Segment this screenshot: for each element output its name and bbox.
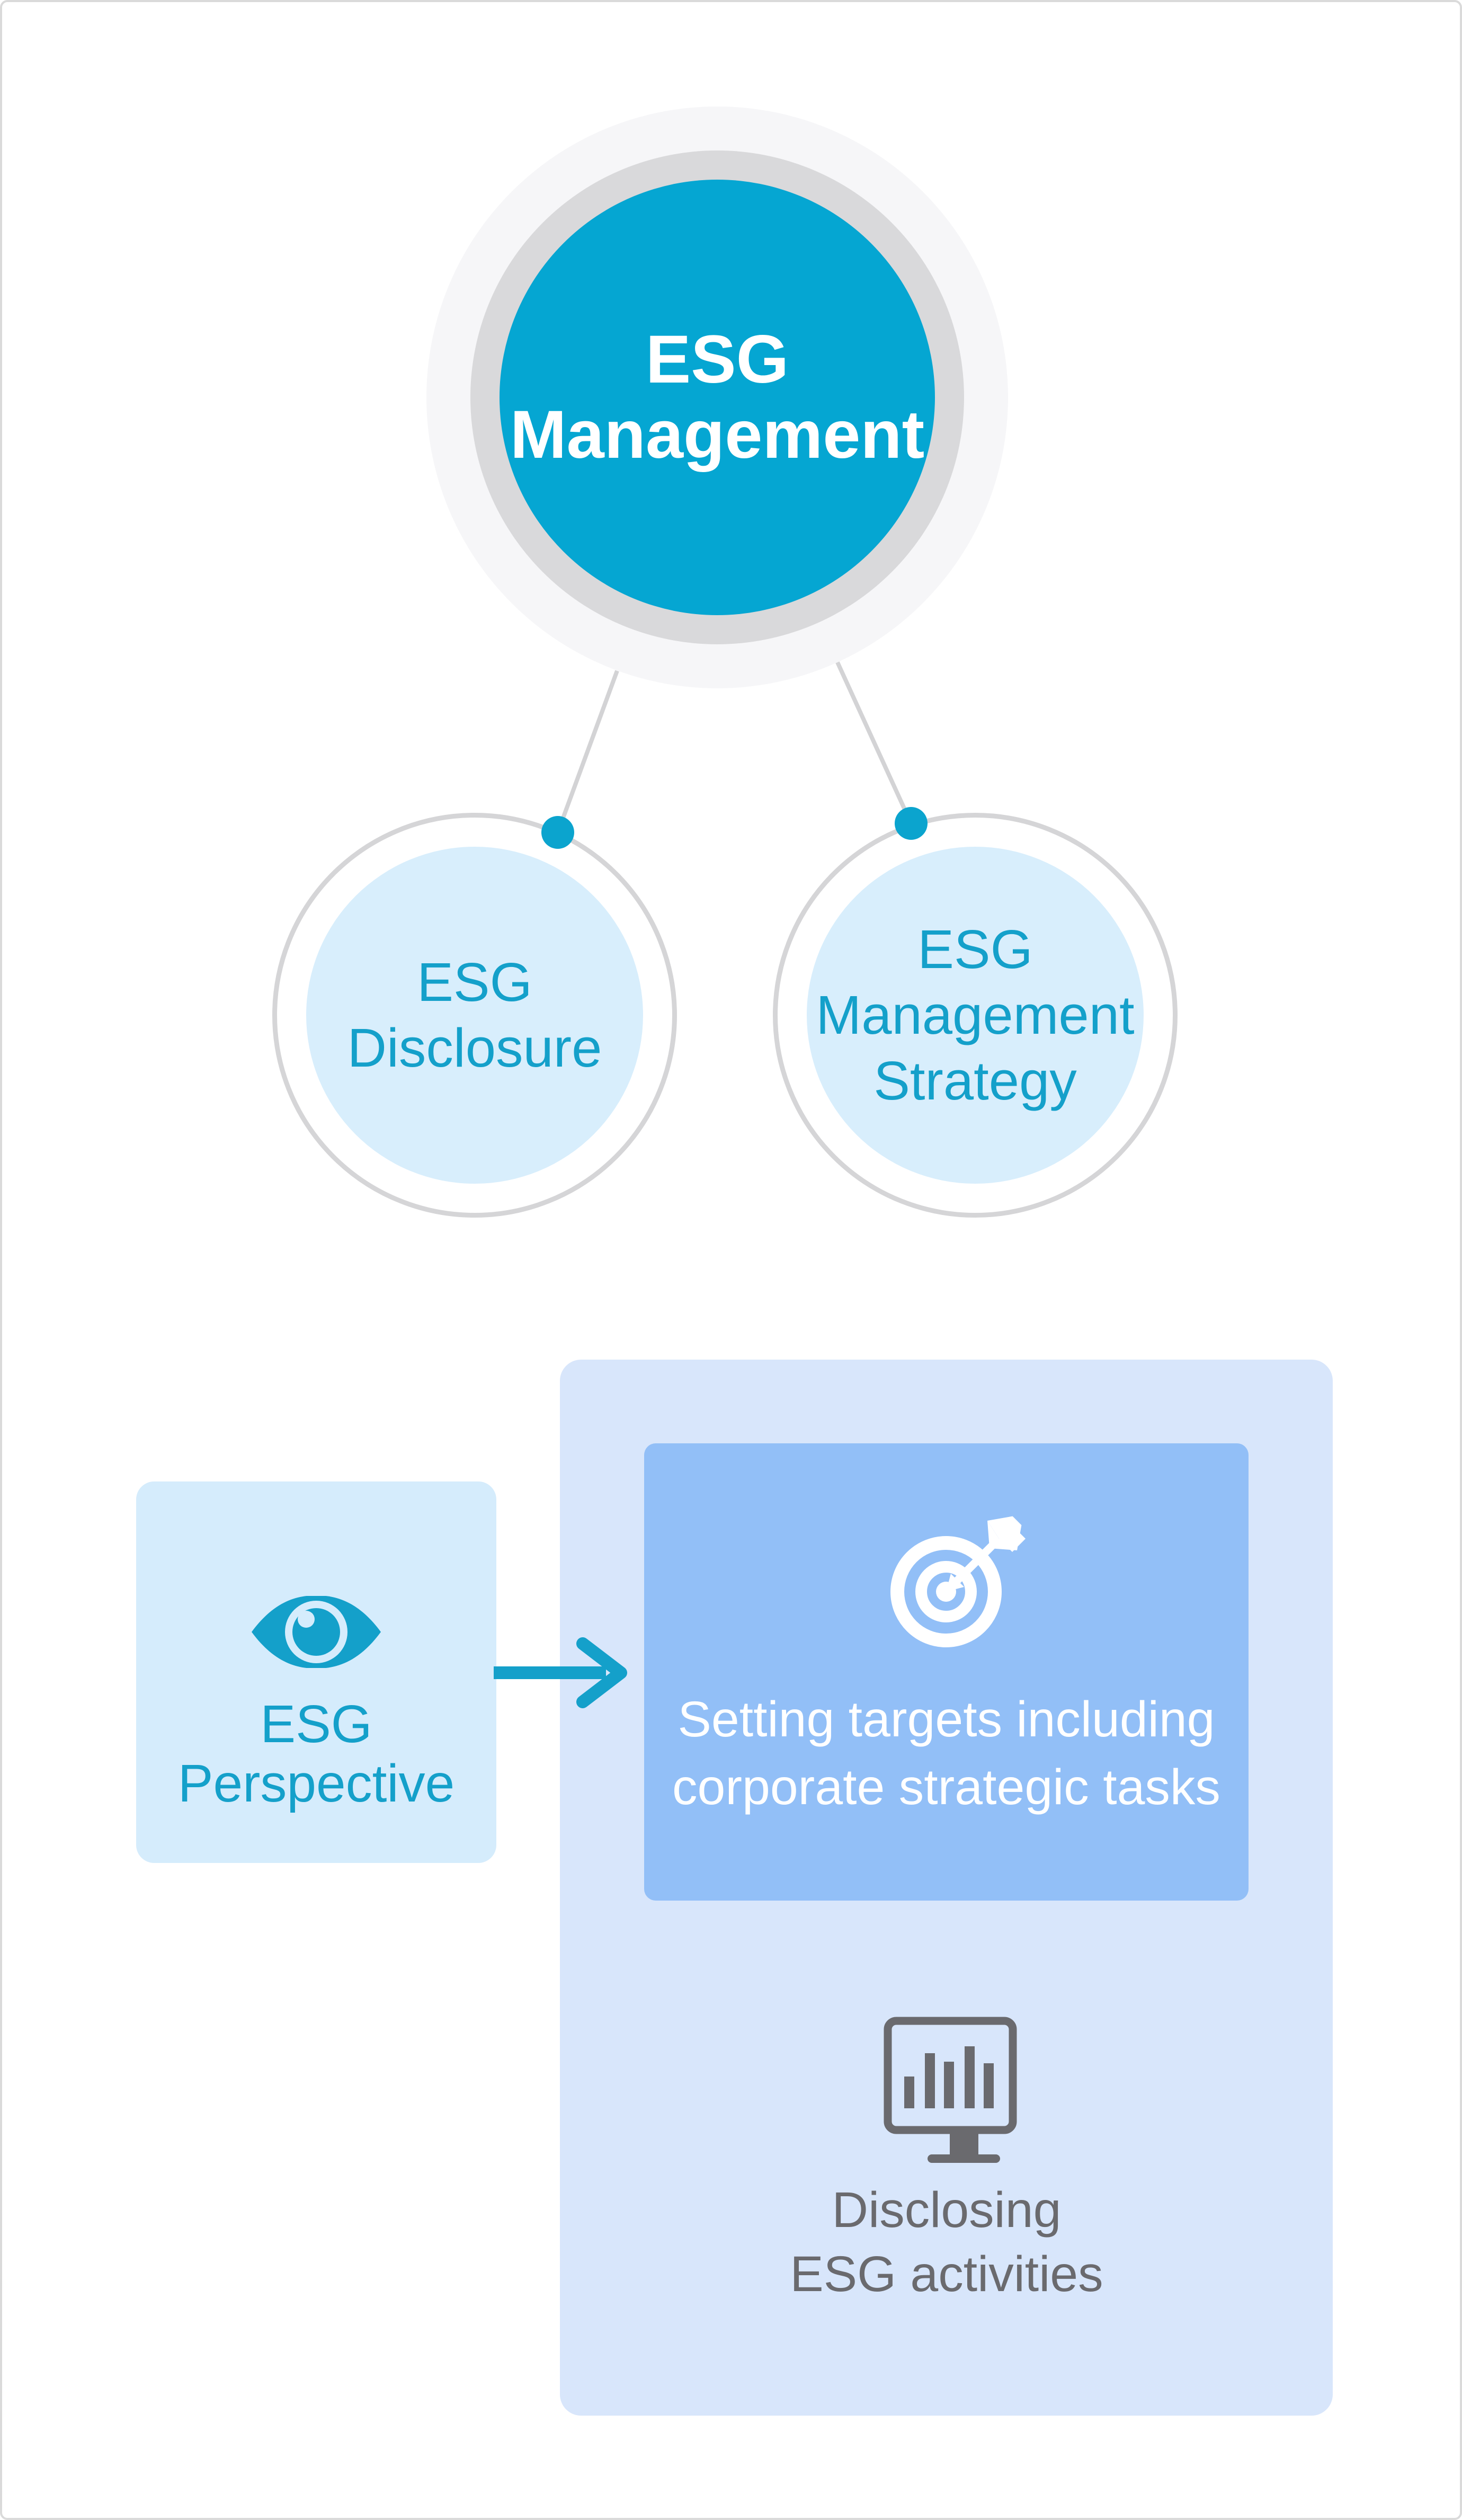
monitor-bar-chart-icon [884,2017,1017,2163]
arrow-right-icon [494,1637,627,1708]
perspective-label: ESG Perspective [177,1694,455,1813]
eye-icon [252,1596,381,1668]
perspective-card [136,1481,496,1863]
connector-line-right [835,661,913,824]
child-circle-strategy [807,847,1144,1184]
child-label-disclosure: ESG Disclosure [347,952,602,1078]
connector-line-left [556,670,619,833]
target-arrow-icon [890,1507,1031,1647]
disclosing-label: Disclosing ESG activities [790,2182,1103,2302]
child-circle-disclosure [306,847,643,1184]
child-label-strategy: ESG Management Strategy [816,919,1135,1111]
targets-card [644,1443,1249,1901]
root-label: ESG Management [510,322,925,473]
targets-label: Setting targets including corporate stra… [672,1691,1220,1815]
root-circle [500,180,935,615]
